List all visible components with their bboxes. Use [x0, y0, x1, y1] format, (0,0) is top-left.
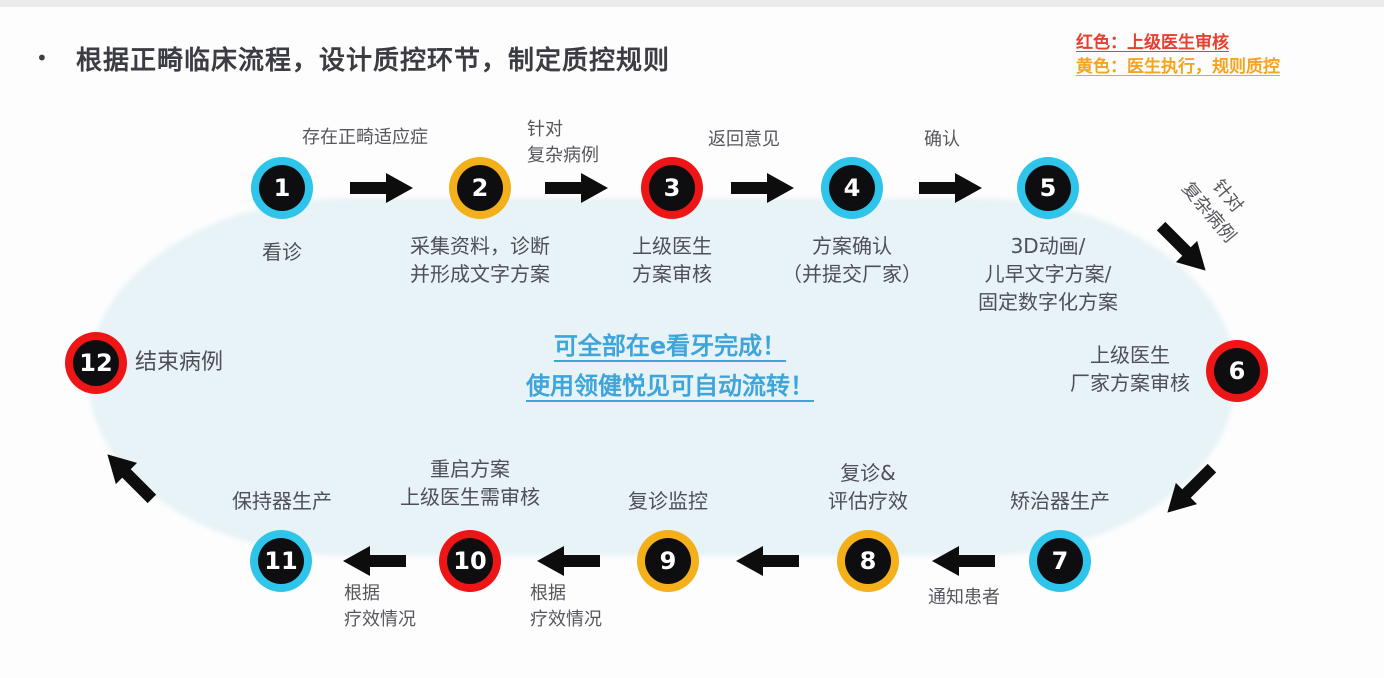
arrow-1-2-icon — [348, 173, 414, 203]
legend-red-entry: 红色：上级医生审核 — [1076, 33, 1229, 53]
step-label-7: 矫治器生产 — [1010, 489, 1110, 513]
step-node-12: 12 — [65, 332, 127, 394]
step-node-3: 3 — [641, 157, 703, 219]
edge-label-4-5: 确认 — [924, 129, 960, 150]
step-node-11: 11 — [250, 530, 312, 592]
center-note-line1: 可全部在e看牙完成！ — [553, 332, 787, 360]
page-title: 根据正畸临床流程，设计质控环节，制定质控规则 — [76, 46, 671, 76]
arrow-3-4-icon — [729, 173, 795, 203]
arrow-4-5-icon — [917, 173, 983, 203]
step-label-2: 采集资料，诊断 并形成文字方案 — [410, 234, 550, 286]
step-label-11: 保持器生产 — [232, 489, 332, 513]
arrow-10-11-icon — [342, 546, 408, 576]
arrow-8-9-icon — [735, 546, 801, 576]
step-number-11: 11 — [258, 538, 304, 584]
top-edge-strip — [0, 0, 1384, 7]
arrow-9-10-icon — [536, 546, 602, 576]
edge-label-10-11: 根据 疗效情况 — [344, 583, 416, 630]
step-node-10: 10 — [439, 530, 501, 592]
center-note: 可全部在e看牙完成！ 使用领健悦见可自动流转！ — [430, 326, 910, 406]
edge-label-3-4: 返回意见 — [708, 129, 780, 150]
cycle-background-ellipse — [88, 198, 1236, 556]
step-number-7: 7 — [1037, 538, 1083, 584]
step-number-4: 4 — [829, 165, 875, 211]
step-label-8: 复诊& 评估疗效 — [828, 461, 908, 513]
step-number-1: 1 — [259, 165, 305, 211]
edge-label-1-2: 存在正畸适应症 — [302, 127, 428, 148]
step-label-12: 结束病例 — [135, 350, 224, 375]
arrow-2-3-icon — [543, 173, 609, 203]
color-legend: 红色：上级医生审核 黄色：医生执行，规则质控 — [1076, 31, 1280, 79]
step-node-6: 6 — [1206, 340, 1268, 402]
center-note-line2: 使用领健悦见可自动流转！ — [526, 372, 814, 400]
title-bullet: • — [36, 46, 48, 70]
step-node-2: 2 — [449, 157, 511, 219]
step-node-5: 5 — [1017, 157, 1079, 219]
arrow-7-8-icon — [931, 546, 997, 576]
step-label-10: 重启方案 上级医生需审核 — [400, 457, 540, 509]
legend-yellow-entry: 黄色：医生执行，规则质控 — [1076, 57, 1280, 77]
step-node-7: 7 — [1029, 530, 1091, 592]
step-label-6: 上级医生 厂家方案审核 — [1070, 343, 1190, 395]
step-number-10: 10 — [447, 538, 493, 584]
step-number-9: 9 — [645, 538, 691, 584]
edge-label-9-10: 根据 疗效情况 — [530, 583, 602, 630]
step-number-3: 3 — [649, 165, 695, 211]
step-label-4: 方案确认 （并提交厂家） — [782, 234, 922, 286]
step-number-12: 12 — [73, 340, 119, 386]
edge-label-7-8: 通知患者 — [928, 587, 1000, 608]
step-number-6: 6 — [1214, 348, 1260, 394]
step-node-4: 4 — [821, 157, 883, 219]
step-label-9: 复诊监控 — [628, 489, 708, 513]
step-node-9: 9 — [637, 530, 699, 592]
step-number-8: 8 — [845, 538, 891, 584]
step-node-8: 8 — [837, 530, 899, 592]
step-node-1: 1 — [251, 157, 313, 219]
step-label-1: 看诊 — [262, 240, 302, 264]
step-label-5: 3D动画/ 儿早文字方案/ 固定数字化方案 — [978, 234, 1118, 314]
step-number-2: 2 — [457, 165, 503, 211]
step-number-5: 5 — [1025, 165, 1071, 211]
edge-label-2-3: 针对 复杂病例 — [527, 119, 599, 166]
step-label-3: 上级医生 方案审核 — [632, 234, 712, 286]
